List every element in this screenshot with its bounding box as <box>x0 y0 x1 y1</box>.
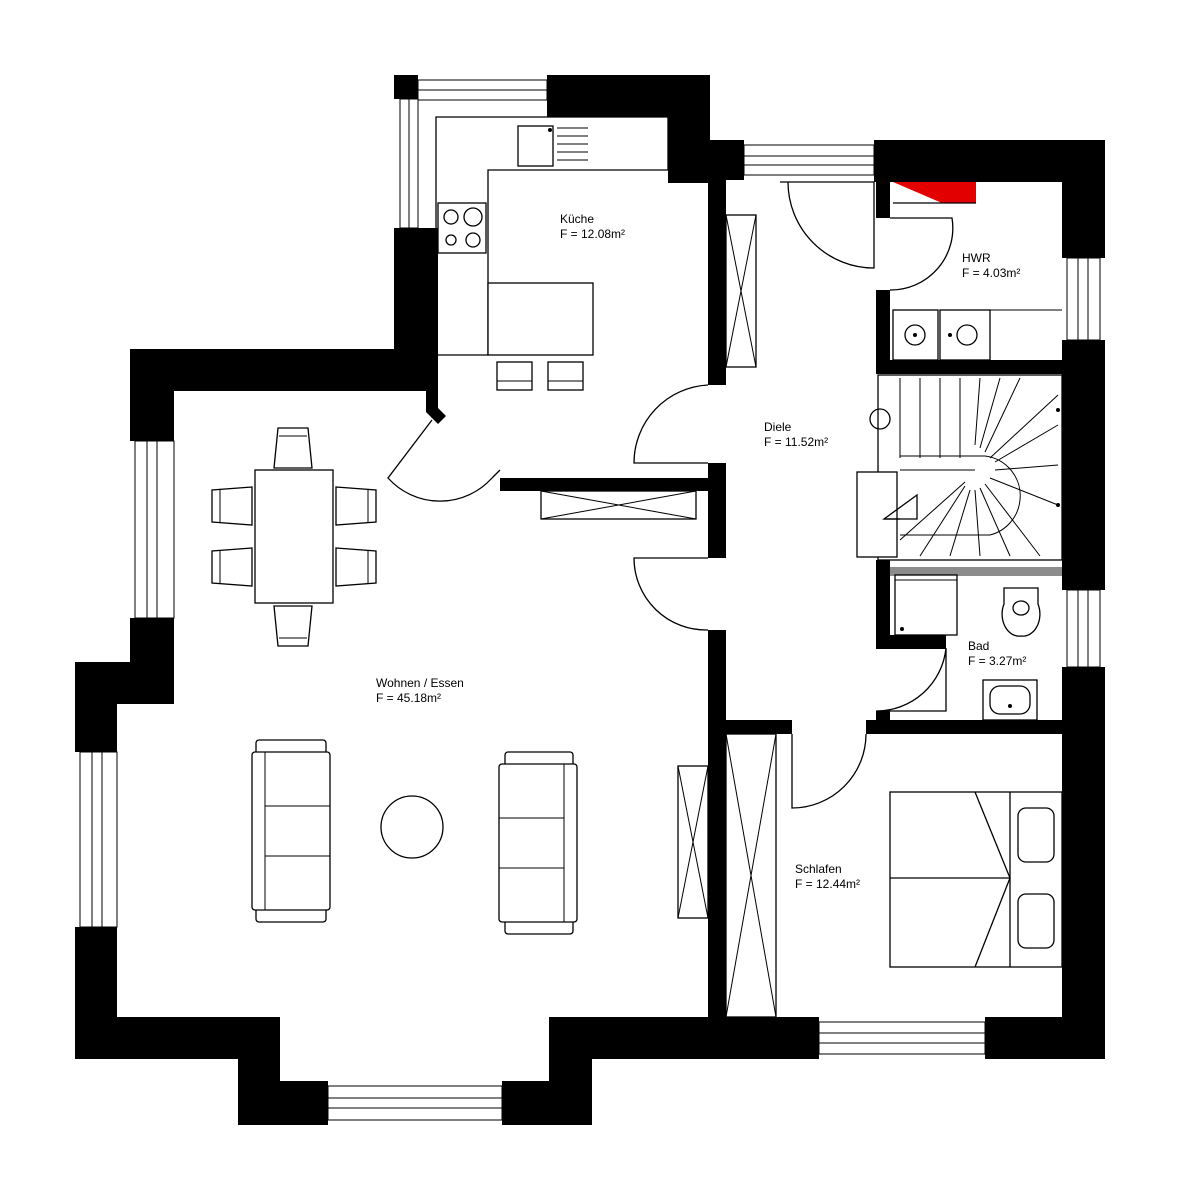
bath-window-east <box>1066 589 1101 668</box>
room-name: Wohnen / Essen <box>376 676 464 690</box>
sofa-right <box>498 751 578 935</box>
kitchen-island <box>487 282 594 356</box>
room-name: Schlafen <box>795 862 842 876</box>
dining-set <box>211 427 377 647</box>
sink <box>517 125 554 167</box>
chair <box>273 427 313 469</box>
shower <box>894 574 958 636</box>
room-area: F = 45.18m² <box>376 691 441 705</box>
room-label-schlafen: Schlafen F = 12.44m² <box>795 862 860 891</box>
pillow <box>1017 807 1055 863</box>
walls <box>75 75 1105 1125</box>
cabinet-living <box>677 765 709 919</box>
room-area: F = 3.27m² <box>968 654 1026 668</box>
hall-window-north <box>743 144 875 176</box>
door-hall-lower <box>633 557 709 631</box>
bath-divider <box>890 567 1062 576</box>
door-hall-upper <box>633 384 709 464</box>
room-name: Küche <box>560 212 594 226</box>
room-label-kueche: Küche F = 12.08m² <box>560 212 625 241</box>
dish-rack <box>557 127 588 161</box>
bedroom-furniture <box>725 733 1063 1018</box>
door-kitchen-living <box>387 419 493 502</box>
room-area: F = 12.44m² <box>795 877 860 891</box>
entry-door <box>787 181 875 269</box>
living-window-south <box>327 1085 503 1121</box>
room-area: F = 11.52m² <box>764 435 828 449</box>
room-name: Bad <box>968 639 989 653</box>
hwr-window-east <box>1066 257 1101 341</box>
kitchen-furniture <box>435 116 757 391</box>
bar-stool <box>547 361 584 391</box>
toilet <box>1001 587 1041 637</box>
bar-stool <box>496 361 533 391</box>
room-label-diele: Diele F = 11.52m² <box>764 420 828 449</box>
chair <box>273 605 313 647</box>
living-window-west-lower <box>79 751 118 928</box>
chair <box>211 486 253 526</box>
pillow <box>1017 893 1055 949</box>
living-window-west-upper <box>134 440 175 619</box>
hwr-marker <box>893 182 976 203</box>
room-name: Diele <box>764 420 792 434</box>
washbasin <box>982 679 1038 721</box>
sofa-left <box>251 739 331 923</box>
sideboard <box>540 490 697 520</box>
dining-table <box>254 469 334 604</box>
door-hwr <box>889 217 954 291</box>
room-area: F = 4.03m² <box>962 266 1020 280</box>
door-bedroom <box>791 733 867 809</box>
room-name: HWR <box>962 251 991 265</box>
door-bath <box>875 647 947 712</box>
room-label-hwr: HWR F = 4.03m² <box>962 251 1020 280</box>
hwr-fixtures <box>889 182 1062 361</box>
coffee-table <box>380 795 444 859</box>
chair <box>335 486 377 526</box>
dryer <box>939 309 991 361</box>
bedroom-window-south <box>818 1021 986 1055</box>
chair <box>335 547 377 587</box>
staircase <box>856 374 1063 561</box>
room-label-wohnen: Wohnen / Essen F = 45.18m² <box>376 676 464 705</box>
bath-fixtures <box>875 574 1041 721</box>
room-area: F = 12.08m² <box>560 227 625 241</box>
chair <box>211 547 253 587</box>
windows <box>79 79 1101 1121</box>
room-label-bad: Bad F = 3.27m² <box>968 639 1026 668</box>
